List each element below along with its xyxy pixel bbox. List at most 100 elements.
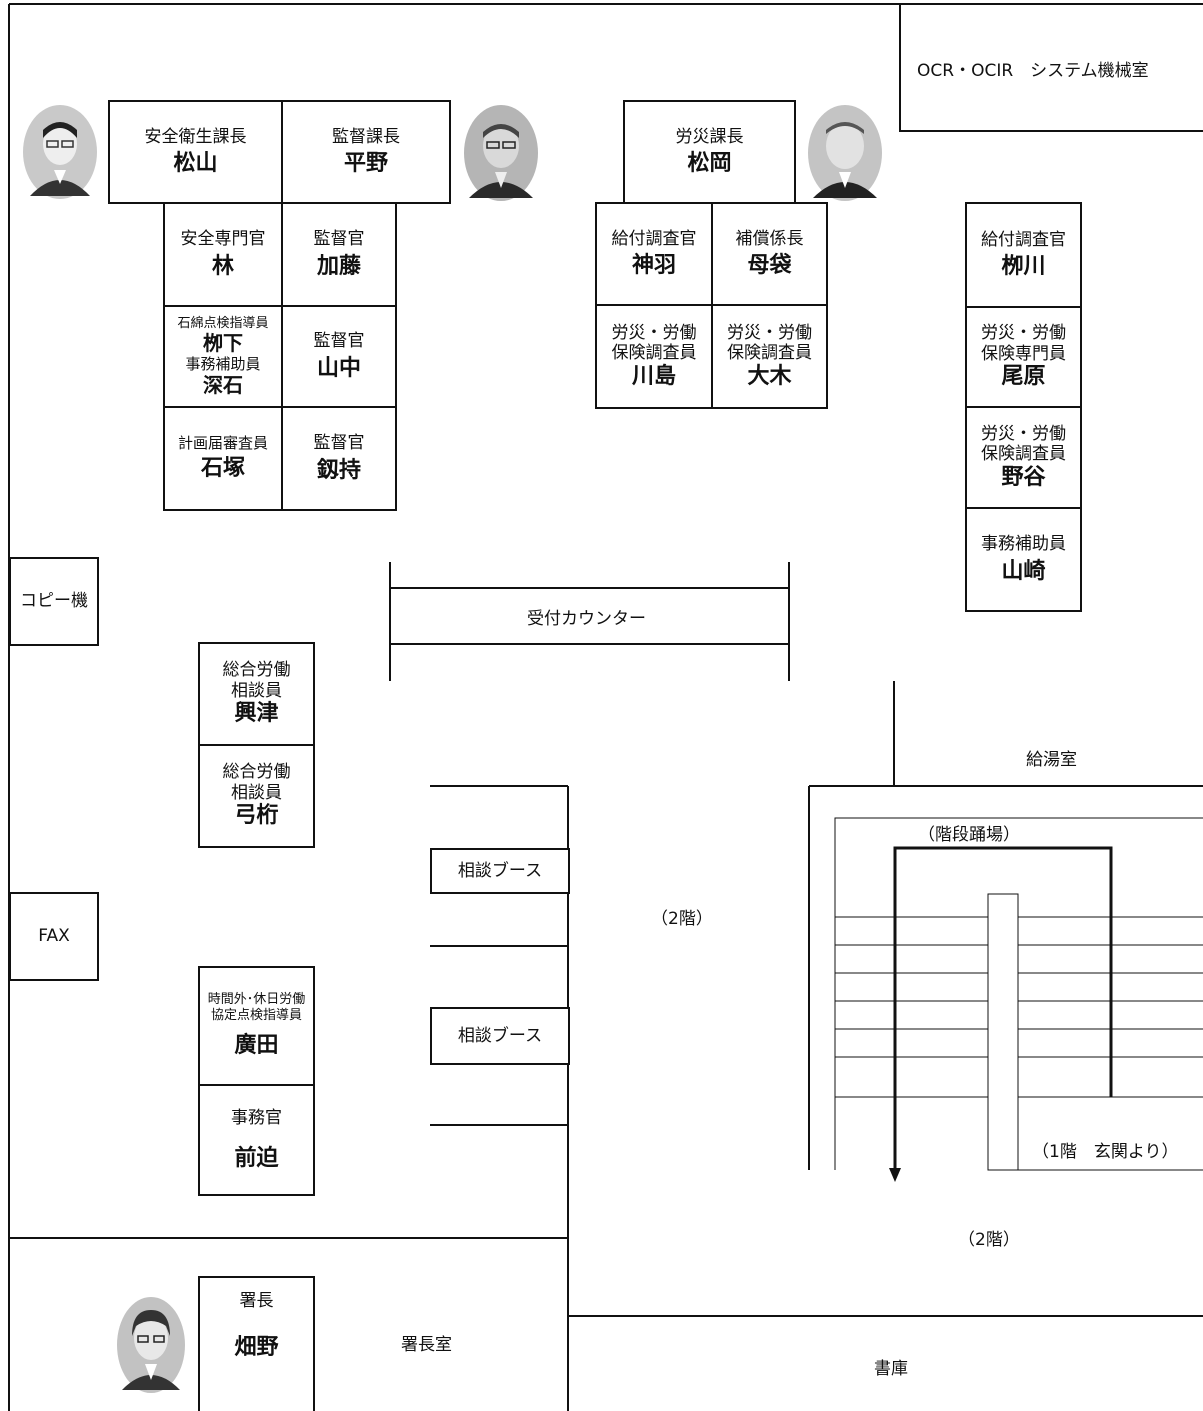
desk-director[interactable]: 署長 畑野 [198, 1276, 315, 1411]
fax-machine[interactable]: FAX [9, 892, 99, 981]
desk-name: 加藤 [316, 253, 361, 279]
portrait-photo [464, 105, 538, 201]
fax-label: FAX [38, 926, 70, 947]
desk-benefit-investigator-right[interactable]: 給付調査官 栁川 [965, 202, 1082, 308]
down-arrow-icon [889, 1168, 901, 1182]
desk-title: 安全専門官 [180, 229, 266, 250]
desk-name: 栁川 [1001, 254, 1046, 279]
desk-safety-specialist[interactable]: 安全専門官 林 [163, 202, 283, 307]
desk-title: 相談員 [231, 782, 282, 803]
desk-title: 事務官 [231, 1107, 282, 1128]
desk-title: 労災課長 [675, 126, 744, 147]
desk-inspector-2[interactable]: 監督官 山中 [281, 305, 397, 408]
stairs-route [893, 846, 1113, 1168]
desk-insurance-investigator-2[interactable]: 労災・労働 保険調査員 大木 [711, 304, 828, 409]
library-label: 書庫 [874, 1359, 908, 1379]
desk-overtime-inspector[interactable]: 時間外･休日労働 協定点検指導員 廣田 [198, 966, 315, 1086]
desk-name: 栁下 [203, 331, 243, 356]
desk-inspector-1[interactable]: 監督官 加藤 [281, 202, 397, 307]
desk-rosai-manager[interactable]: 労災課長 松岡 [623, 100, 796, 204]
desk-title: 協定点検指導員 [210, 1007, 302, 1023]
desk-name: 神羽 [631, 253, 676, 278]
desk-name: 石塚 [200, 456, 245, 482]
desk-title: 労災・労働 [981, 423, 1066, 444]
desk-title: 給付調査官 [611, 228, 697, 249]
desk-title: 計画届審査員 [177, 434, 268, 453]
desk-name: 川島 [631, 363, 676, 389]
desk-title: 保険調査員 [611, 343, 697, 364]
desk-name: 興津 [234, 701, 279, 727]
portrait-photo [117, 1297, 185, 1393]
portrait-photo [808, 105, 882, 201]
counter-label: 受付カウンター [527, 609, 646, 629]
desk-title: 事務補助員 [981, 534, 1066, 555]
director-room-label: 署長室 [401, 1335, 452, 1355]
booth-label: 相談ブース [457, 860, 543, 881]
desk-name: 林 [211, 253, 234, 279]
desk-name: 母袋 [747, 253, 792, 278]
desk-name: 前迫 [234, 1146, 279, 1171]
desk-title: 労災・労働 [981, 323, 1066, 344]
desk-title: 安全衛生課長 [144, 126, 247, 147]
desk-title: 保険調査員 [981, 444, 1066, 465]
desk-title: 石綿点検指導員 [177, 315, 269, 331]
copy-machine-label: コピー機 [20, 591, 88, 612]
desk-supervision-manager[interactable]: 監督課長 平野 [281, 100, 451, 204]
desk-safety-manager[interactable]: 安全衛生課長 松山 [108, 100, 283, 204]
desk-compensation-chief[interactable]: 補償係長 母袋 [711, 202, 828, 306]
consult-booth-2[interactable]: 相談ブース [430, 1007, 570, 1065]
desk-inspector-3[interactable]: 監督官 釼持 [281, 406, 397, 511]
desk-name: 尾原 [1001, 364, 1046, 390]
desk-title: 補償係長 [735, 228, 804, 249]
desk-name: 平野 [343, 151, 388, 176]
desk-name: 野谷 [1001, 464, 1046, 490]
desk-title: 保険専門員 [981, 343, 1066, 364]
desk-name: 山崎 [1001, 558, 1046, 584]
floor-label-center: （2階） [651, 909, 713, 929]
desk-title: 時間外･休日労働 [207, 992, 306, 1008]
desk-name: 深石 [203, 373, 243, 398]
desk-name: 釼持 [316, 457, 361, 483]
desk-plan-reviewer[interactable]: 計画届審査員 石塚 [163, 406, 283, 511]
desk-insurance-investigator-1[interactable]: 労災・労働 保険調査員 川島 [595, 304, 713, 409]
desk-title: 監督官 [313, 433, 365, 454]
desk-title: 総合労働 [222, 660, 291, 681]
desk-name: 弓桁 [234, 803, 279, 829]
consult-booth-1[interactable]: 相談ブース [430, 848, 570, 894]
portrait-photo [23, 105, 97, 199]
desk-insurance-investigator-right[interactable]: 労災・労働 保険調査員 野谷 [965, 406, 1082, 509]
desk-administrative-officer[interactable]: 事務官 前迫 [198, 1084, 315, 1196]
kitchen-label: 給湯室 [1026, 750, 1077, 770]
desk-title: 労災・労働 [611, 322, 697, 343]
desk-name: 廣田 [234, 1033, 279, 1059]
desk-title: 給付調査官 [981, 229, 1066, 250]
desk-title: 事務補助員 [185, 355, 261, 374]
copy-machine[interactable]: コピー機 [9, 557, 99, 646]
desk-title: 総合労働 [222, 762, 291, 783]
desk-name: 大木 [747, 363, 792, 389]
desk-clerical-assistant[interactable]: 事務補助員 山崎 [965, 507, 1082, 612]
ocr-room-label: OCR・OCIR システム機械室 [917, 61, 1149, 81]
desk-title: 監督課長 [332, 126, 400, 147]
desk-title: 労災・労働 [727, 322, 812, 343]
desk-name: 松山 [173, 151, 218, 176]
desk-labor-counselor-1[interactable]: 総合労働 相談員 興津 [198, 642, 315, 746]
booth-label: 相談ブース [457, 1025, 543, 1046]
desk-title: 保険調査員 [727, 343, 812, 364]
entrance-label: （1階 玄関より） [1032, 1142, 1179, 1162]
desk-title: 署長 [239, 1290, 274, 1311]
desk-asbestos-inspector[interactable]: 石綿点検指導員 栁下 事務補助員 深石 [163, 305, 283, 408]
desk-labor-counselor-2[interactable]: 総合労働 相談員 弓桁 [198, 744, 315, 848]
desk-benefit-investigator[interactable]: 給付調査官 神羽 [595, 202, 713, 306]
desk-title: 監督官 [313, 229, 365, 250]
floor-label-stairs: （2階） [958, 1230, 1020, 1250]
desk-title: 相談員 [231, 680, 282, 701]
desk-name: 松岡 [687, 151, 732, 176]
stairs [834, 817, 1203, 1171]
desk-name: 畑野 [234, 1335, 279, 1360]
desk-name: 山中 [316, 355, 361, 381]
landing-label: （階段踊場） [918, 825, 1020, 845]
desk-insurance-specialist[interactable]: 労災・労働 保険専門員 尾原 [965, 306, 1082, 408]
